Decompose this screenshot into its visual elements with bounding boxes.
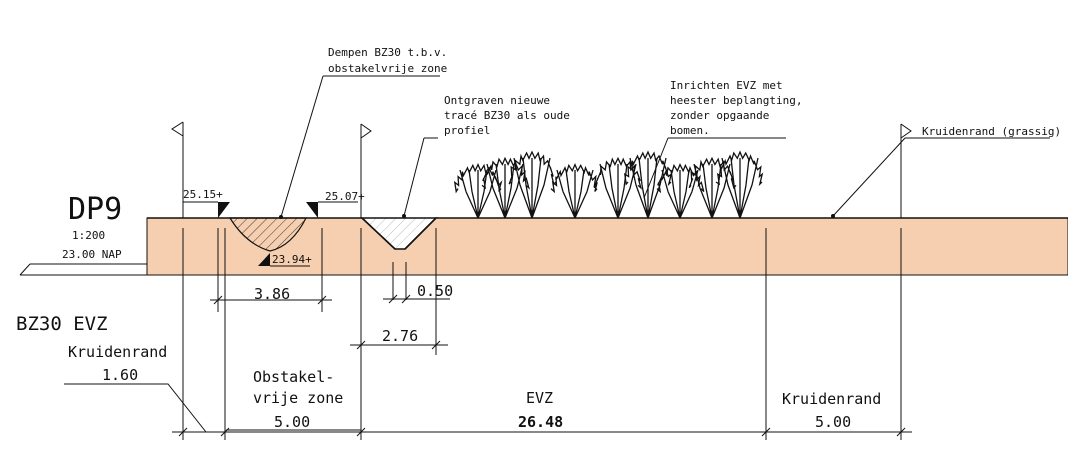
shrub [453, 163, 503, 219]
zone-evz-width: 26.48 [518, 413, 563, 431]
new-ditch-hatch [362, 218, 436, 249]
dim-zones [172, 427, 912, 437]
dim-new-ditch-bottom-value: 0.50 [417, 282, 453, 300]
new-ditch-note-3: profiel [444, 124, 490, 137]
shrub [550, 162, 598, 219]
zone-right-herb-width: 5.00 [815, 413, 851, 431]
dim-old-ditch [210, 295, 332, 305]
evz-note-4: bomen. [670, 124, 710, 137]
datum-label: 23.00 NAP [62, 248, 122, 261]
level-marker-bottom [258, 253, 270, 266]
reference-lines [182, 228, 902, 440]
profile-name: BZ30 EVZ [16, 313, 108, 335]
zone-right-herb-name: Kruidenrand [782, 390, 881, 408]
level-ditch-bottom: 23.94+ [272, 253, 312, 266]
shrub [508, 150, 557, 219]
herb-edge-note: Kruidenrand (grassig) [922, 125, 1061, 138]
filled-ditch [228, 217, 307, 252]
level-left-bank: 25.15+ [183, 188, 223, 201]
evz-note-2: heester beplangting, [670, 94, 802, 107]
new-ditch-note-1: Ontgraven nieuwe [444, 94, 550, 107]
section-id: DP9 [68, 192, 122, 227]
evz-note-3: zonder opgaande [670, 109, 769, 122]
shrub [715, 150, 764, 219]
evz-note-1: Inrichten EVZ met [670, 79, 783, 92]
level-marker-right [306, 202, 318, 218]
shrub [656, 163, 705, 219]
flag-left [171, 121, 184, 218]
dim-old-ditch-width: 3.86 [254, 285, 290, 303]
zone-obstacle-name-2: vrije zone [253, 389, 343, 407]
zone-left-herb-width: 1.60 [102, 366, 138, 384]
fill-ditch-note-1: Dempen BZ30 t.b.v. [328, 46, 447, 59]
shrub-planting [453, 150, 764, 219]
zone-obstacle-width: 5.00 [274, 413, 310, 431]
shrub [623, 150, 673, 219]
zone-obstacle-name-1: Obstakel- [253, 368, 334, 386]
flag-right [900, 123, 912, 218]
fill-ditch-note-2: obstakelvrije zone [328, 62, 447, 75]
level-right-bank: 25.07+ [325, 190, 365, 203]
dim-new-ditch-width [350, 340, 448, 350]
scale-label: 1:200 [72, 229, 105, 242]
shrub [593, 156, 642, 219]
new-ditch-note-2: tracé BZ30 als oude [444, 109, 570, 122]
zone-left-herb-name: Kruidenrand [68, 343, 167, 361]
flag-middle [360, 123, 372, 218]
datum-marker [19, 263, 147, 276]
level-marker-left [218, 202, 230, 218]
shrub [688, 156, 737, 219]
dim-new-ditch-bottom [383, 294, 450, 304]
zone-evz-name: EVZ [526, 389, 553, 407]
dim-new-ditch-width-value: 2.76 [382, 327, 418, 345]
